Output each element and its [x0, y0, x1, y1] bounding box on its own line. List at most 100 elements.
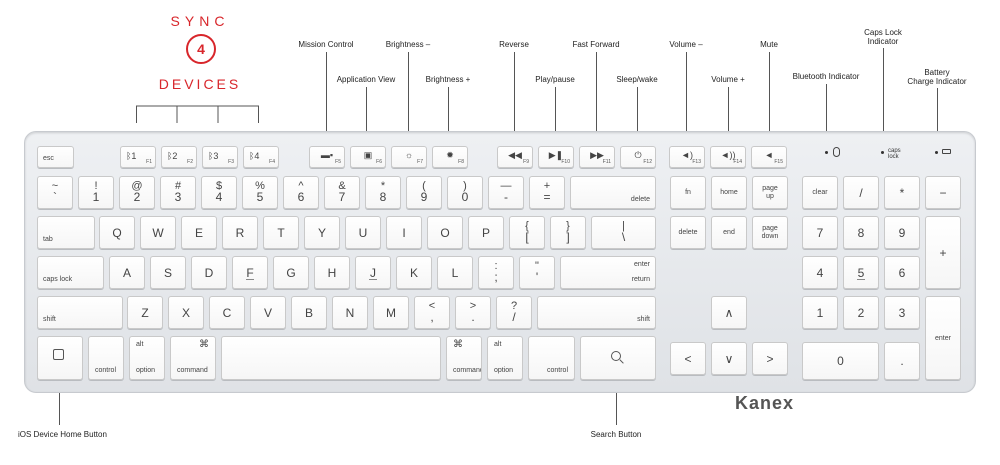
key-np-divide[interactable]: / [843, 176, 879, 209]
key-bracket-left[interactable]: {[ [509, 216, 545, 249]
key-sleep-wake[interactable]: ⏻F12 [620, 146, 656, 168]
key-letter-r[interactable]: R [222, 216, 258, 249]
key-control-left[interactable]: control [88, 336, 124, 380]
key-page-down[interactable]: page down [752, 216, 788, 249]
key-num-2[interactable]: @2 [119, 176, 155, 209]
key-arrow-up[interactable]: ∧ [711, 296, 747, 329]
key-np-4[interactable]: 4 [802, 256, 838, 289]
key-letter-e[interactable]: E [181, 216, 217, 249]
key-num-12[interactable]: += [529, 176, 565, 209]
key-fast-forward[interactable]: ▶▶F11 [579, 146, 615, 168]
key-letter-i[interactable]: I [386, 216, 422, 249]
key-mute[interactable]: ◄F15 [751, 146, 787, 168]
key-np-0[interactable]: 0 [802, 342, 879, 380]
key-num-6[interactable]: ^6 [283, 176, 319, 209]
key-np-9[interactable]: 9 [884, 216, 920, 249]
key-control-right[interactable]: control [528, 336, 575, 380]
key-slash[interactable]: ?/ [496, 296, 532, 329]
key-delete-forward[interactable]: delete [670, 216, 706, 249]
key-letter-v[interactable]: V [250, 296, 286, 329]
key-letter-t[interactable]: T [263, 216, 299, 249]
key-home[interactable]: home [711, 176, 747, 209]
key-letter-p[interactable]: P [468, 216, 504, 249]
key-np-dot[interactable]: . [884, 342, 920, 380]
key-letter-s[interactable]: S [150, 256, 186, 289]
key-arrow-down[interactable]: ∨ [711, 342, 747, 375]
key-space[interactable] [221, 336, 441, 380]
key-num-4[interactable]: $4 [201, 176, 237, 209]
key-letter-n[interactable]: N [332, 296, 368, 329]
key-letter-m[interactable]: M [373, 296, 409, 329]
key-num-11[interactable]: —- [488, 176, 524, 209]
key-bracket-right[interactable]: }] [550, 216, 586, 249]
key-brightness-up[interactable]: ✹F8 [432, 146, 468, 168]
key-shift-right[interactable]: shift [537, 296, 656, 329]
key-letter-f[interactable]: F [232, 256, 268, 289]
key-letter-j[interactable]: J [355, 256, 391, 289]
key-delete[interactable]: delete [570, 176, 656, 209]
key-letter-c[interactable]: C [209, 296, 245, 329]
key-num-10[interactable]: )0 [447, 176, 483, 209]
key-num-9[interactable]: (9 [406, 176, 442, 209]
key-fn[interactable]: fn [670, 176, 706, 209]
key-np-multiply[interactable]: * [884, 176, 920, 209]
key-letter-x[interactable]: X [168, 296, 204, 329]
key-num-3[interactable]: #3 [160, 176, 196, 209]
key-page-up[interactable]: page up [752, 176, 788, 209]
key-command-right[interactable]: ⌘command [446, 336, 482, 380]
key-shift-left[interactable]: shift [37, 296, 123, 329]
key-arrow-left[interactable]: < [670, 342, 706, 375]
key-command-left[interactable]: ⌘command [170, 336, 216, 380]
key-backslash[interactable]: |\ [591, 216, 656, 249]
key-np-clear[interactable]: clear [802, 176, 838, 209]
key-letter-a[interactable]: A [109, 256, 145, 289]
key-search[interactable] [580, 336, 656, 380]
key-letter-b[interactable]: B [291, 296, 327, 329]
key-num-1[interactable]: !1 [78, 176, 114, 209]
key-np-2[interactable]: 2 [843, 296, 879, 329]
key-num-7[interactable]: &7 [324, 176, 360, 209]
key-np-6[interactable]: 6 [884, 256, 920, 289]
key-np-7[interactable]: 7 [802, 216, 838, 249]
key-tab[interactable]: tab [37, 216, 95, 249]
key-brightness-down[interactable]: ☼F7 [391, 146, 427, 168]
key-quote[interactable]: "' [519, 256, 555, 289]
key-reverse[interactable]: ◀◀F9 [497, 146, 533, 168]
key-semicolon[interactable]: :; [478, 256, 514, 289]
key-end[interactable]: end [711, 216, 747, 249]
key-letter-u[interactable]: U [345, 216, 381, 249]
key-esc[interactable]: esc [37, 146, 74, 168]
key-letter-k[interactable]: K [396, 256, 432, 289]
key-mission-control[interactable]: ▬▪F5 [309, 146, 345, 168]
key-np-5[interactable]: 5 [843, 256, 879, 289]
key-comma[interactable]: <, [414, 296, 450, 329]
key-np-1[interactable]: 1 [802, 296, 838, 329]
key-play-pause[interactable]: ▶❚F10 [538, 146, 574, 168]
key-np-3[interactable]: 3 [884, 296, 920, 329]
key-arrow-right[interactable]: > [752, 342, 788, 375]
key-letter-l[interactable]: L [437, 256, 473, 289]
key-letter-z[interactable]: Z [127, 296, 163, 329]
key-period[interactable]: >. [455, 296, 491, 329]
key-letter-q[interactable]: Q [99, 216, 135, 249]
key-letter-o[interactable]: O [427, 216, 463, 249]
key-letter-y[interactable]: Y [304, 216, 340, 249]
key-letter-g[interactable]: G [273, 256, 309, 289]
key-np-enter[interactable]: enter [925, 296, 961, 380]
key-volume-down[interactable]: ◄)F13 [669, 146, 705, 168]
key-np-minus[interactable]: − [925, 176, 961, 209]
key-letter-h[interactable]: H [314, 256, 350, 289]
key-np-8[interactable]: 8 [843, 216, 879, 249]
key-num-5[interactable]: %5 [242, 176, 278, 209]
key-np-plus[interactable]: + [925, 216, 961, 289]
key-application-view[interactable]: ▣F6 [350, 146, 386, 168]
key-volume-up[interactable]: ◄))F14 [710, 146, 746, 168]
key-num-8[interactable]: *8 [365, 176, 401, 209]
